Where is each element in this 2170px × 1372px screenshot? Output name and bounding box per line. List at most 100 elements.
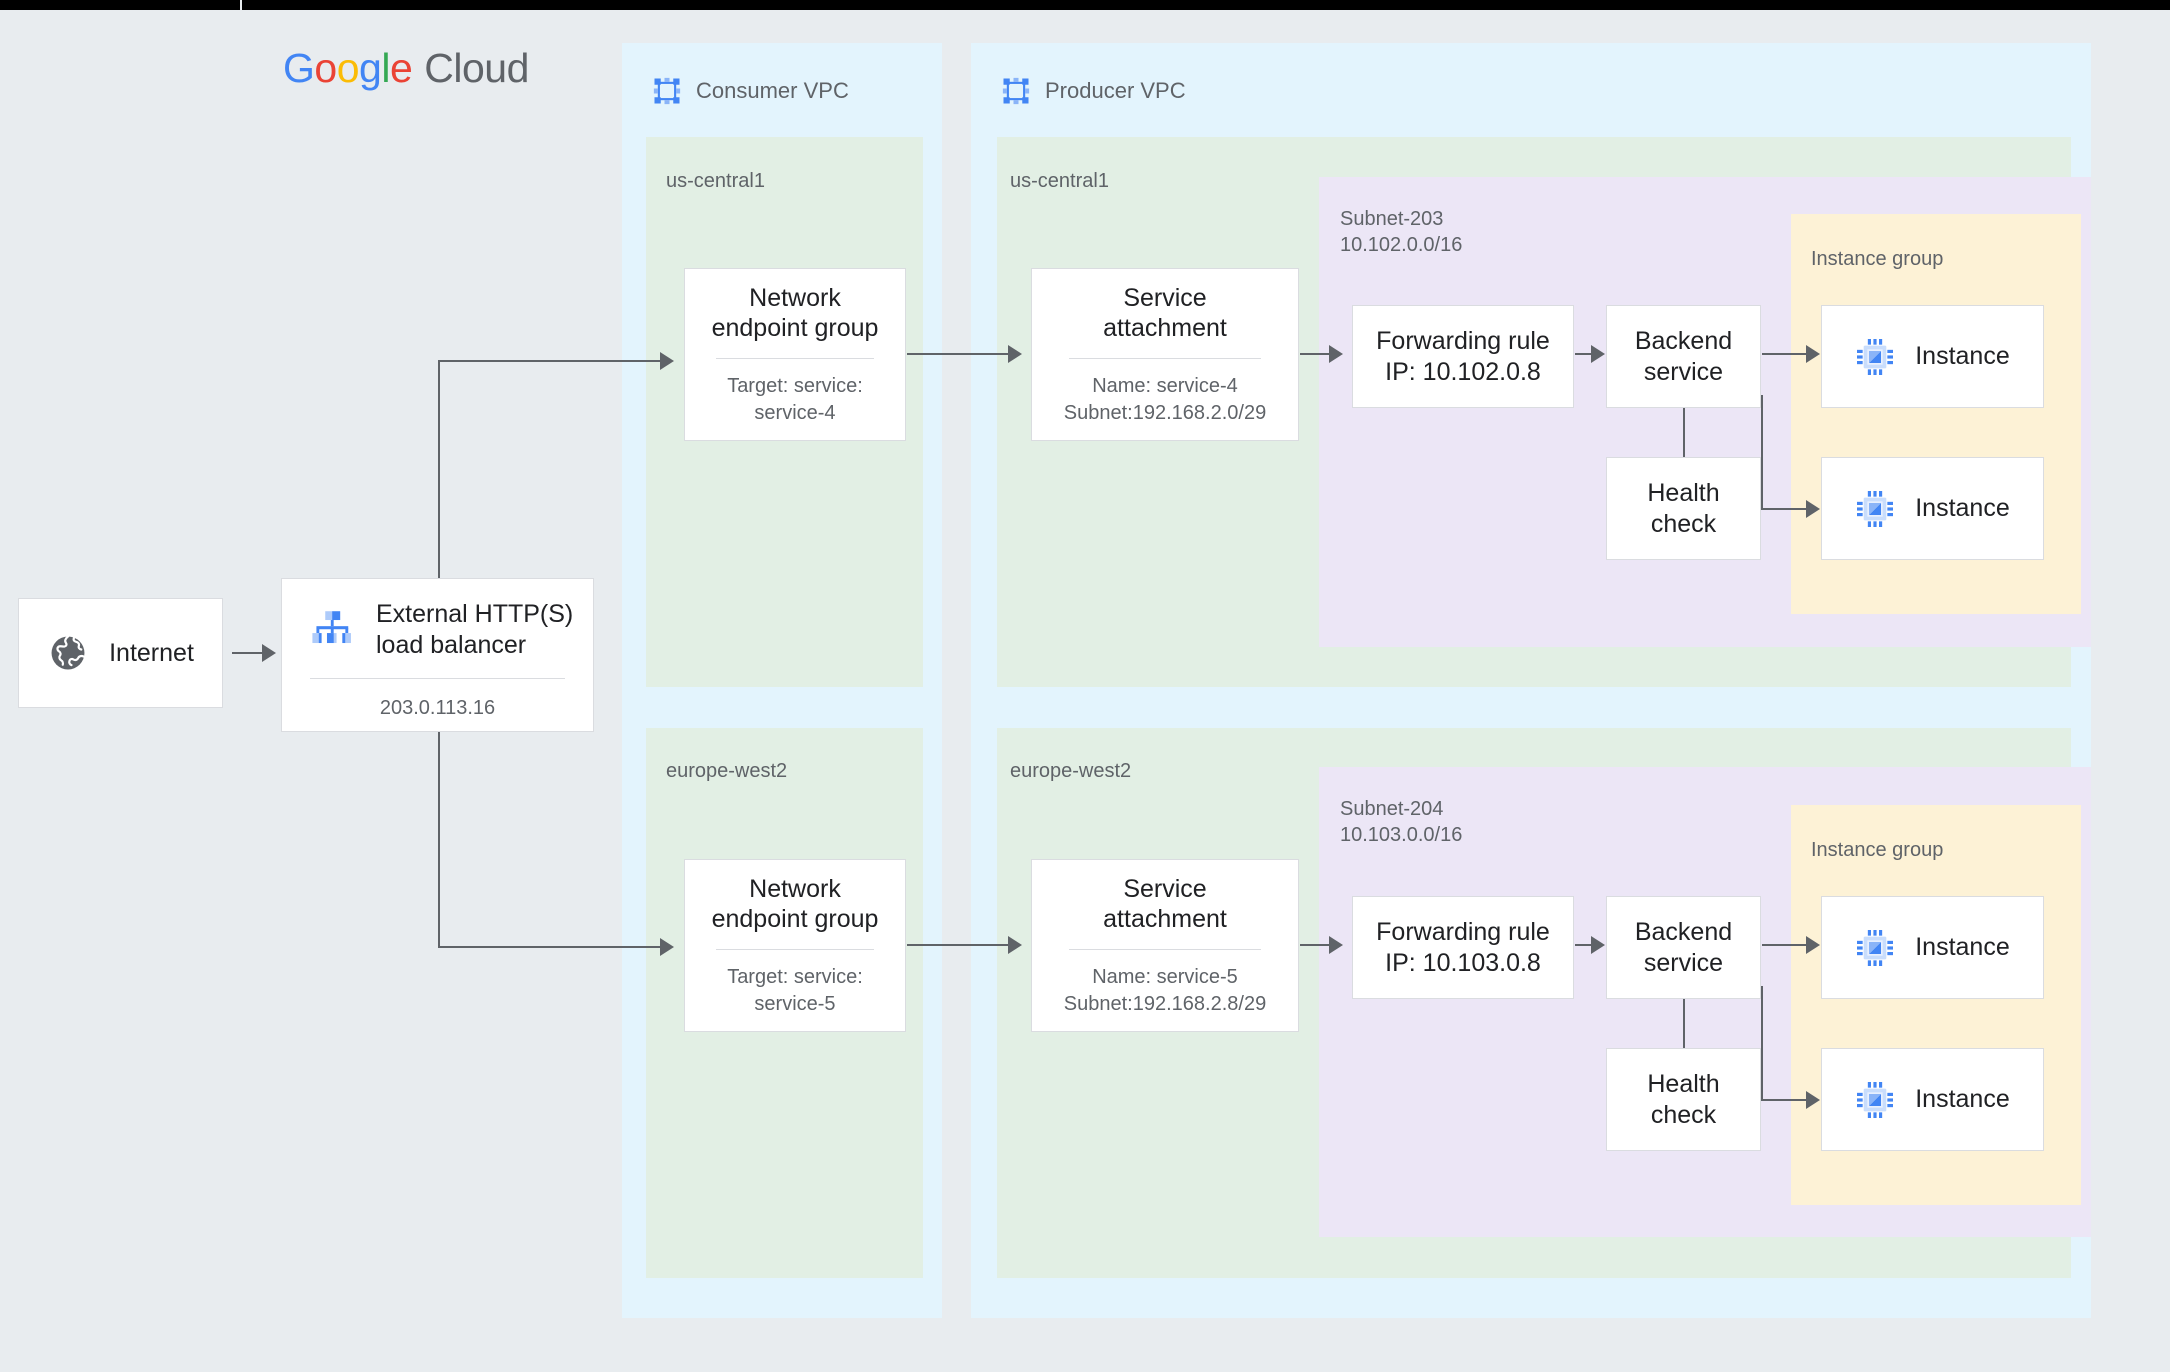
forwarding-rule-title: Forwarding rule IP: 10.102.0.8 [1376, 327, 1550, 386]
line-bs-to-hc-1 [1683, 408, 1685, 457]
top-bar-notch [240, 0, 242, 10]
instance-group-label-us-central1: Instance group [1811, 248, 1944, 270]
neg-subtitle: Target: service: service-5 [727, 965, 863, 1015]
line-sa-to-fr-1 [1300, 353, 1330, 355]
arrow-fr-to-bs-2 [1591, 936, 1605, 954]
line-fr-to-bs-1 [1575, 353, 1592, 355]
logo-letter-g1: G [283, 45, 315, 91]
instance-label: Instance [1915, 933, 2010, 962]
internet-to-lb-line [232, 652, 272, 654]
arrow-lb-to-neg-europe-west2 [660, 938, 674, 956]
health-check-europe-west2[interactable]: Health check [1606, 1048, 1761, 1151]
consumer-region-label-europe-west2: europe-west2 [666, 760, 788, 782]
instance-label: Instance [1915, 342, 2010, 371]
instance-chip-icon [1857, 338, 1894, 375]
producer-service-attachment-europe-west2[interactable]: Service attachment Name: service-5 Subne… [1031, 859, 1299, 1032]
arrow-bs-to-inst-1b [1806, 500, 1820, 518]
instance-us-central1-2[interactable]: Instance [1821, 457, 2044, 560]
health-check-us-central1[interactable]: Health check [1606, 457, 1761, 560]
forwarding-rule-europe-west2[interactable]: Forwarding rule IP: 10.103.0.8 [1352, 896, 1574, 999]
line-neg-to-sa-2 [907, 944, 1009, 946]
arrow-bs-to-inst-2b [1806, 1091, 1820, 1109]
arrow-fr-to-bs-1 [1591, 345, 1605, 363]
instance-europe-west2-1[interactable]: Instance [1821, 896, 2044, 999]
neg-title: Network endpoint group [711, 283, 879, 343]
card-divider [715, 357, 875, 359]
neg-title: Network endpoint group [711, 874, 879, 934]
line-bs-side-down-2 [1761, 986, 1763, 1101]
backend-service-europe-west2[interactable]: Backend service [1606, 896, 1761, 999]
line-bs-to-inst-1a [1762, 353, 1807, 355]
producer-service-attachment-us-central1[interactable]: Service attachment Name: service-4 Subne… [1031, 268, 1299, 441]
instance-group-label-europe-west2: Instance group [1811, 839, 1944, 861]
producer-vpc-title: Producer VPC [1045, 78, 1186, 103]
globe-icon [51, 635, 85, 670]
health-check-title: Health check [1647, 479, 1720, 538]
line-bs-side-down-1 [1761, 395, 1763, 510]
logo-letter-o2: o [336, 45, 360, 91]
logo-letter-o1: o [314, 45, 337, 91]
arrow-lb-to-neg-us-central1 [660, 352, 674, 370]
arrow-bs-to-inst-1a [1806, 345, 1820, 363]
logo-word-cloud: Cloud [424, 45, 529, 91]
line-bs-to-inst-2b [1761, 1099, 1807, 1101]
instance-label: Instance [1915, 494, 2010, 523]
consumer-vpc-header: Consumer VPC [652, 76, 849, 106]
vpc-icon [1002, 77, 1030, 105]
producer-region-label-europe-west2: europe-west2 [1010, 760, 1132, 782]
card-divider [1069, 948, 1261, 950]
logo-letter-g2: g [359, 45, 382, 91]
subnet-204-label: Subnet-204 10.103.0.0/16 [1340, 798, 1463, 846]
consumer-vpc-title: Consumer VPC [696, 78, 849, 103]
line-bs-to-hc-2 [1683, 999, 1685, 1048]
backend-service-title: Backend service [1634, 918, 1733, 977]
instance-chip-icon [1857, 1081, 1894, 1118]
load-balancer-ip: 203.0.113.16 [379, 697, 496, 719]
service-attachment-subtitle: Name: service-4 Subnet:192.168.2.0/29 [1063, 374, 1267, 424]
internet-label: Internet [109, 638, 194, 667]
vpc-icon [653, 77, 681, 105]
forwarding-rule-us-central1[interactable]: Forwarding rule IP: 10.102.0.8 [1352, 305, 1574, 408]
line-neg-to-sa-1 [907, 353, 1009, 355]
health-check-title: Health check [1647, 1070, 1720, 1129]
card-divider [309, 678, 565, 679]
load-balancer-title: External HTTP(S) load balancer [376, 600, 574, 659]
instance-chip-icon [1857, 929, 1894, 966]
arrow-bs-to-inst-2a [1806, 936, 1820, 954]
service-attachment-subtitle: Name: service-5 Subnet:192.168.2.8/29 [1063, 965, 1267, 1015]
consumer-neg-europe-west2[interactable]: Network endpoint group Target: service: … [684, 859, 906, 1032]
lb-branch-top [438, 360, 662, 362]
logo-letter-e: e [389, 45, 413, 91]
service-attachment-title: Service attachment [1103, 874, 1227, 934]
internet-node[interactable]: Internet [18, 598, 223, 708]
consumer-neg-us-central1[interactable]: Network endpoint group Target: service: … [684, 268, 906, 441]
subnet-203-label: Subnet-203 10.102.0.0/16 [1340, 208, 1463, 256]
line-bs-to-inst-2a [1762, 944, 1807, 946]
line-sa-to-fr-2 [1300, 944, 1330, 946]
line-bs-to-inst-1b [1761, 508, 1807, 510]
forwarding-rule-title: Forwarding rule IP: 10.103.0.8 [1376, 918, 1550, 977]
instance-chip-icon [1857, 490, 1894, 527]
arrow-neg-to-sa-2 [1008, 936, 1022, 954]
arrow-internet-to-lb [262, 644, 276, 662]
instance-label: Instance [1915, 1085, 2010, 1114]
top-black-bar [0, 0, 2170, 10]
consumer-region-label-us-central1: us-central1 [666, 170, 765, 192]
external-load-balancer-node[interactable]: External HTTP(S) load balancer 203.0.113… [281, 578, 594, 732]
backend-service-title: Backend service [1634, 327, 1733, 386]
producer-vpc-header: Producer VPC [1001, 76, 1186, 106]
backend-service-us-central1[interactable]: Backend service [1606, 305, 1761, 408]
arrow-sa-to-fr-2 [1329, 936, 1343, 954]
instance-us-central1-1[interactable]: Instance [1821, 305, 2044, 408]
arrow-neg-to-sa-1 [1008, 345, 1022, 363]
load-balancer-icon [312, 610, 351, 643]
card-divider [1069, 357, 1261, 359]
line-fr-to-bs-2 [1575, 944, 1592, 946]
lb-branch-bottom [438, 946, 662, 948]
logo-letter-l: l [381, 45, 390, 91]
service-attachment-title: Service attachment [1103, 283, 1227, 343]
instance-europe-west2-2[interactable]: Instance [1821, 1048, 2044, 1151]
neg-subtitle: Target: service: service-4 [727, 374, 863, 424]
